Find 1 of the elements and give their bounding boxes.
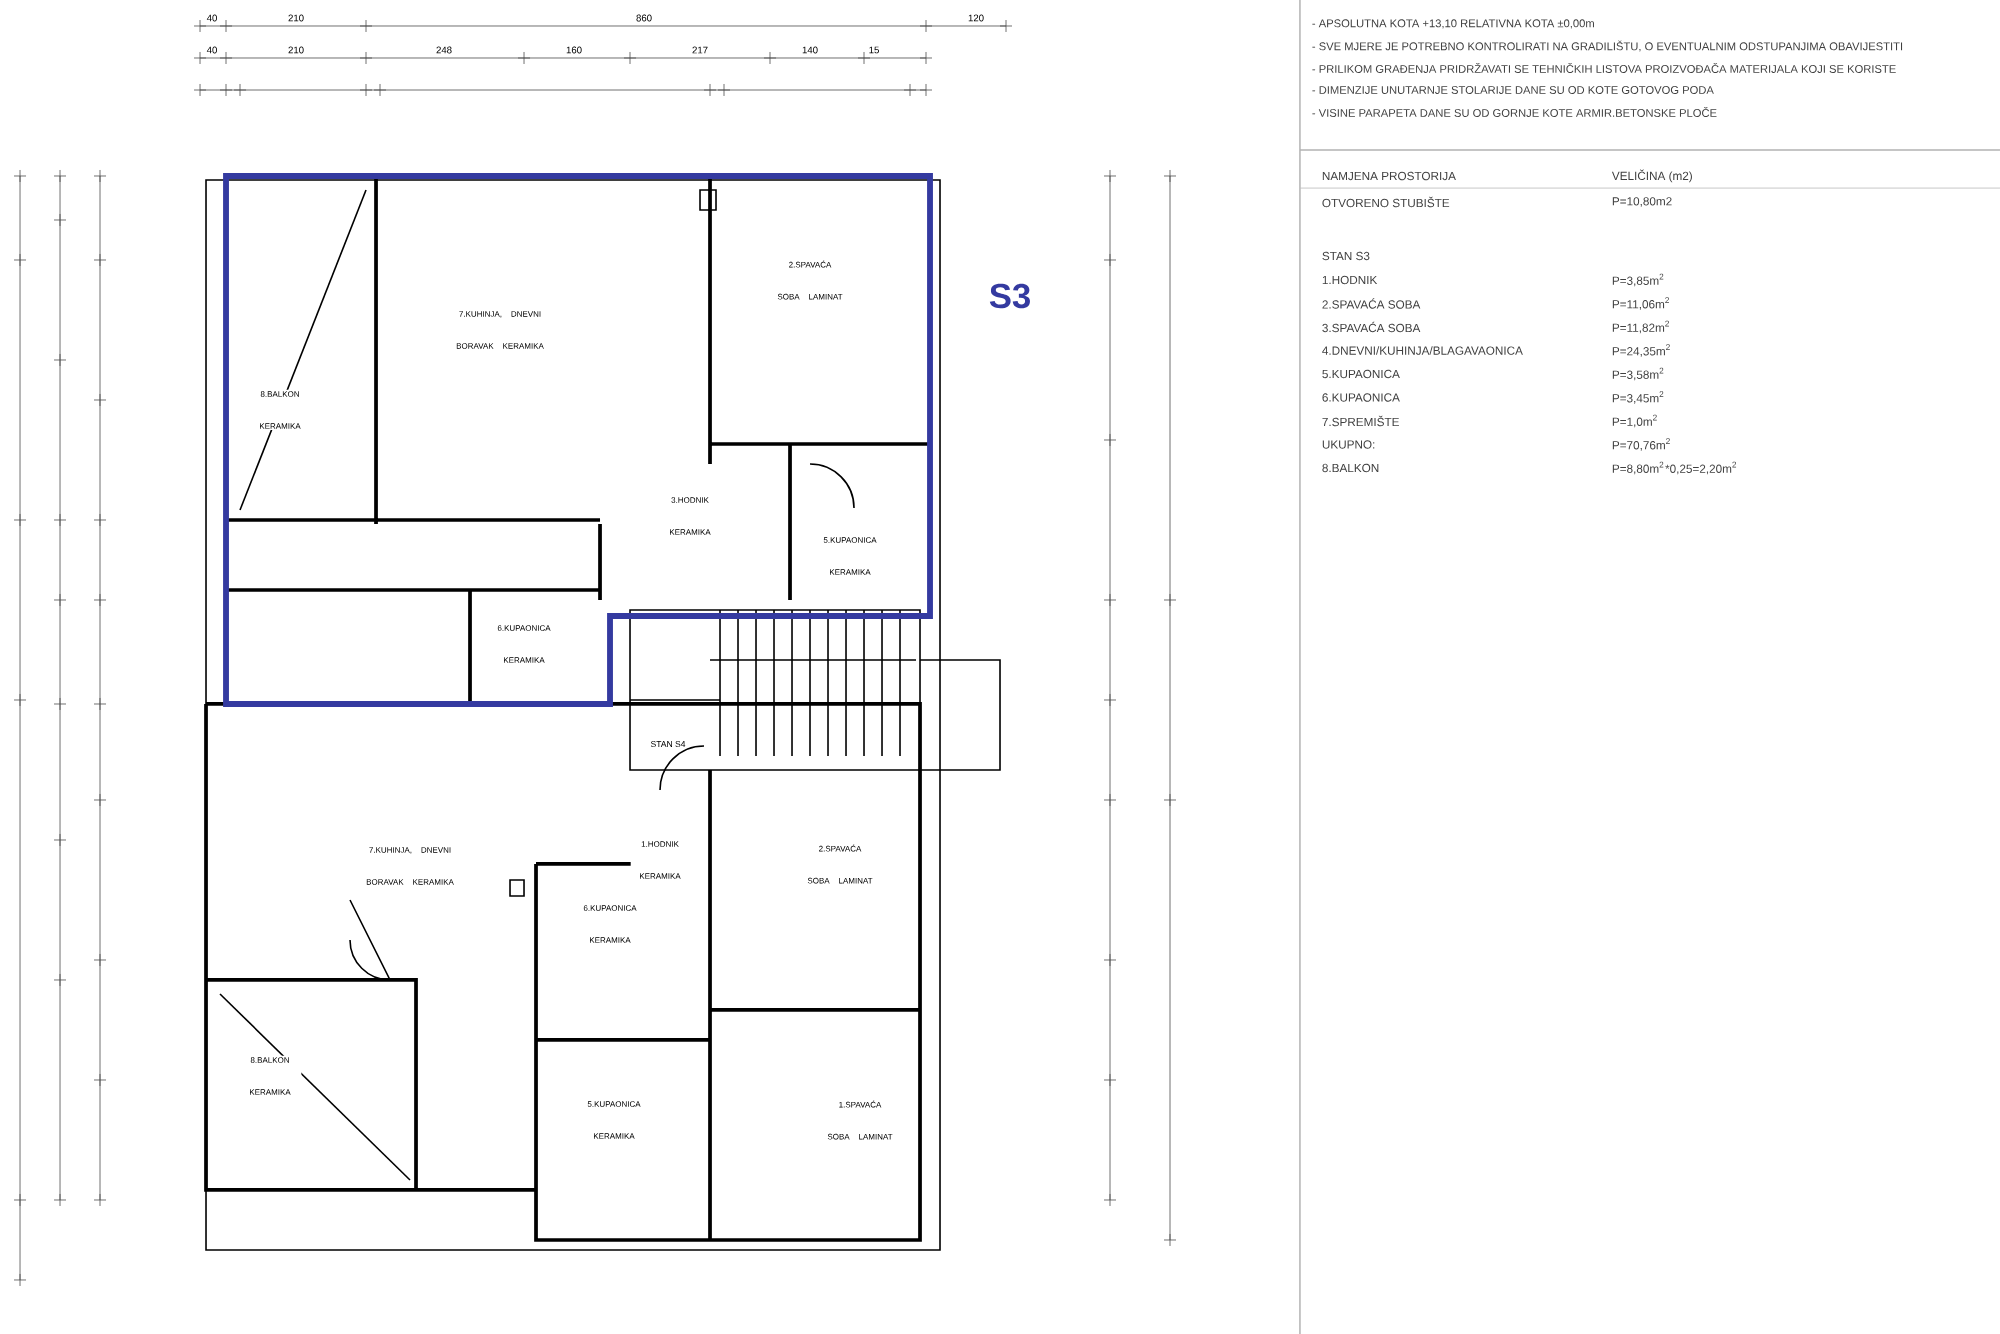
unit-label: S3 (989, 283, 1030, 309)
